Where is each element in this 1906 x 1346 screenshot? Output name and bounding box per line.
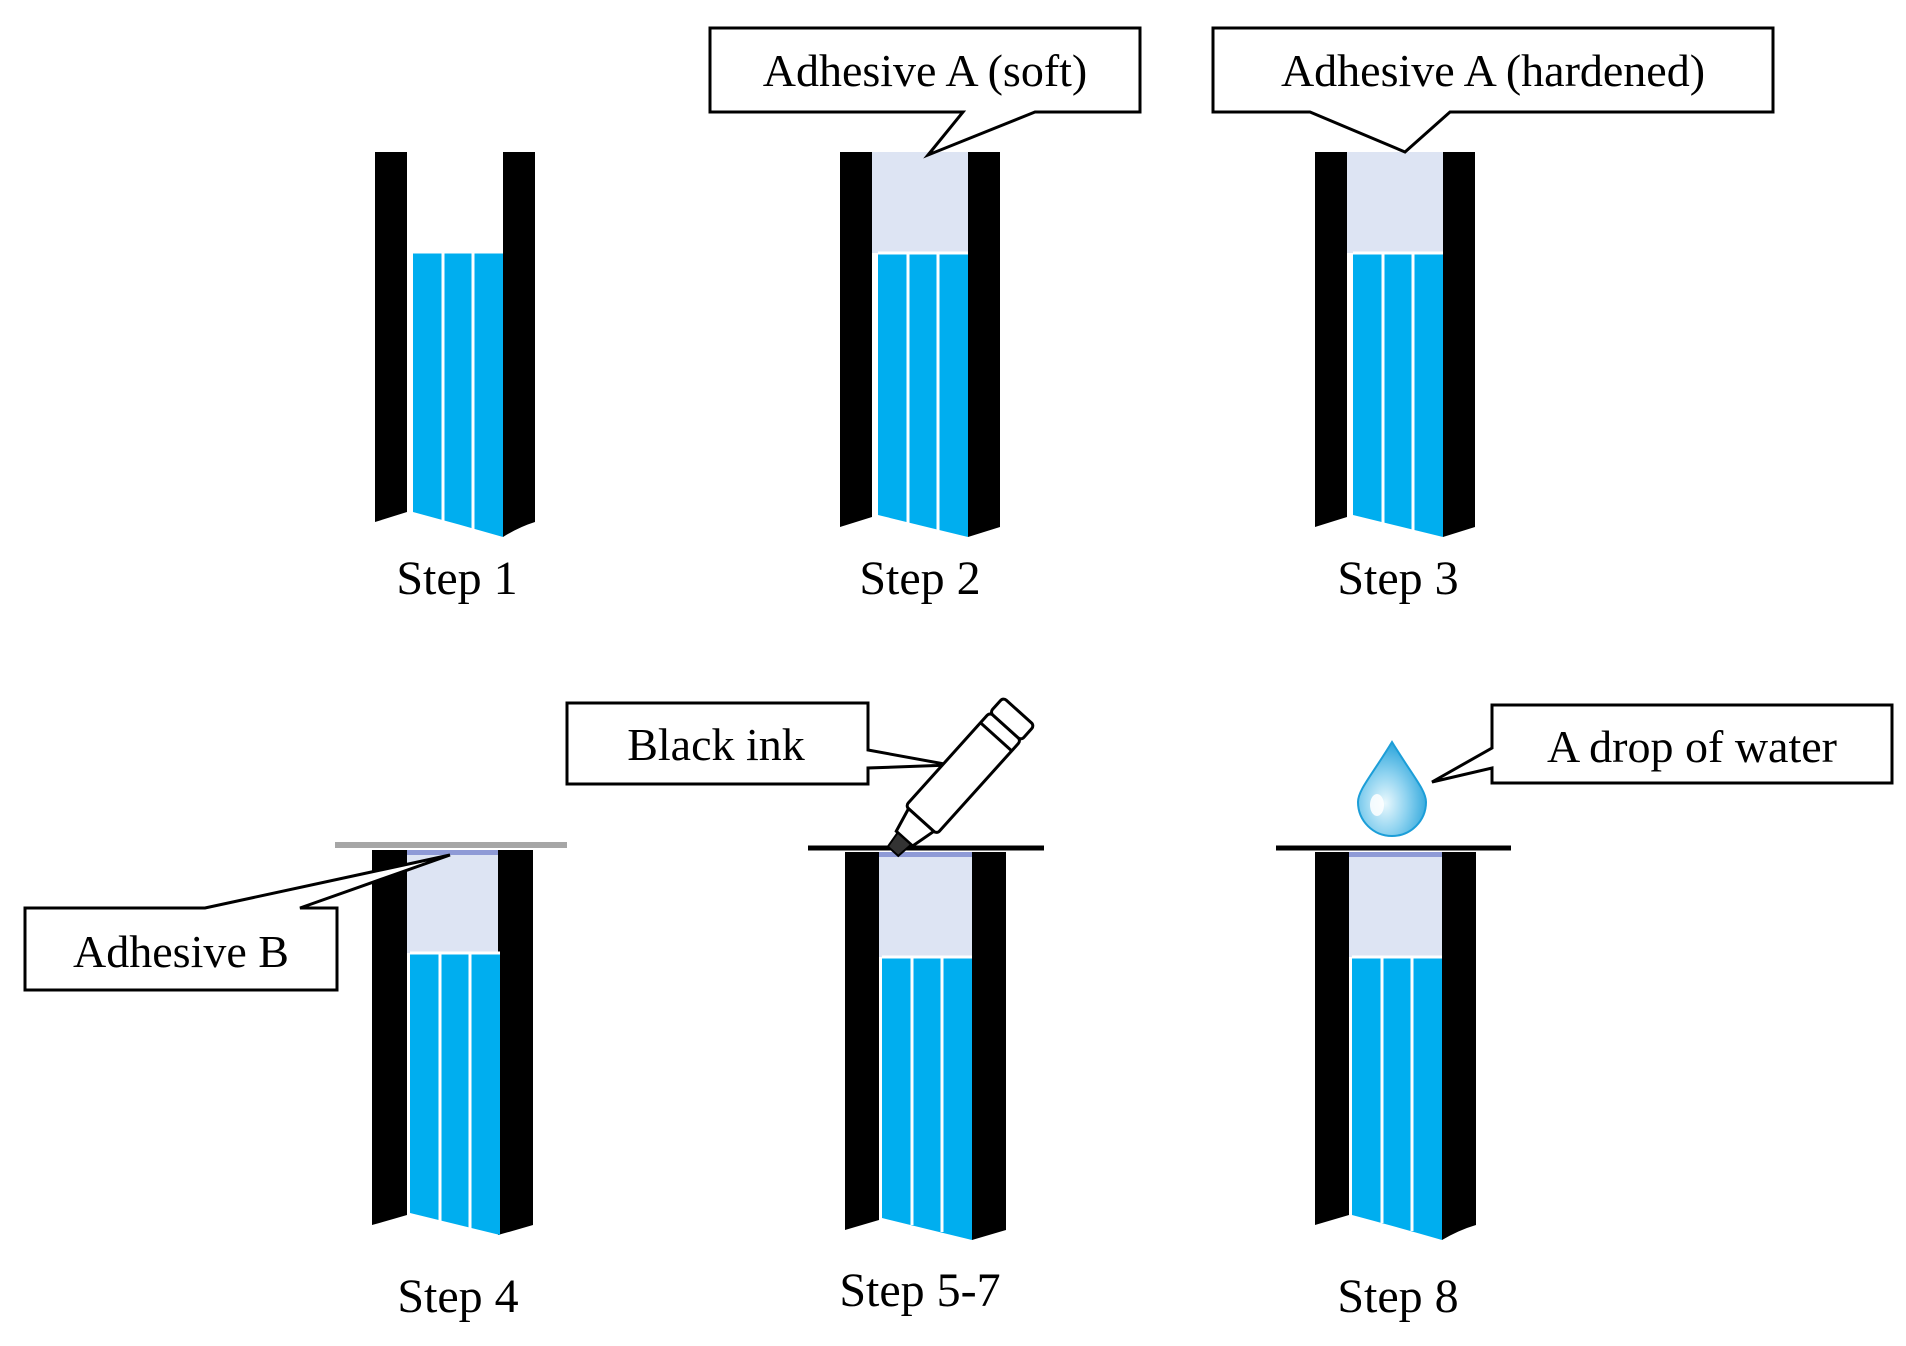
step-5-7-label: Step 5-7 (839, 1264, 1000, 1317)
adhesive-a-hardened-text: Adhesive A (hardened) (1281, 45, 1705, 96)
step-4-tube (335, 842, 567, 1235)
step-1-label: Step 1 (396, 552, 517, 605)
step-8-tube (1276, 845, 1511, 1240)
step-3-label: Step 3 (1337, 552, 1458, 605)
adhesive-b-text: Adhesive B (73, 926, 289, 977)
step-2-tube (840, 152, 1000, 537)
black-ink-callout: Black ink (565, 701, 951, 786)
step-5-7-tube (808, 845, 1044, 1240)
water-drop-callout: A drop of water (1431, 703, 1894, 785)
water-drop-icon (1356, 740, 1428, 837)
adhesive-a-soft-text: Adhesive A (soft) (763, 45, 1088, 96)
step-8-label: Step 8 (1337, 1270, 1458, 1323)
black-ink-text: Black ink (627, 719, 805, 770)
step-4-label: Step 4 (397, 1270, 518, 1323)
adhesive-b-callout: Adhesive B (23, 853, 451, 992)
adhesive-a-hardened-callout: Adhesive A (hardened) (1211, 26, 1775, 154)
step-3-tube (1315, 152, 1475, 537)
adhesive-a-soft-callout: Adhesive A (soft) (708, 26, 1142, 159)
step-1-tube (375, 152, 535, 537)
marker-pen-icon (886, 697, 1035, 858)
water-drop-text: A drop of water (1547, 721, 1837, 772)
step-2-label: Step 2 (859, 552, 980, 605)
